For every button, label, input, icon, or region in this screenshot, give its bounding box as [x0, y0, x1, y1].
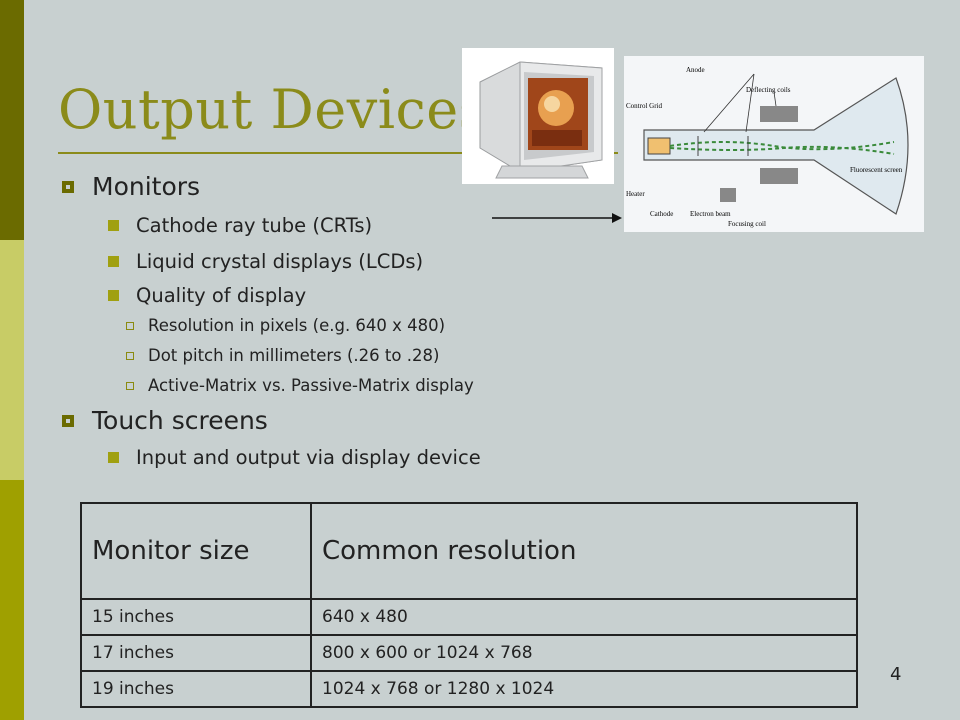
sub-bullet-quality: Quality of display — [108, 284, 306, 307]
table-cell: 17 inches — [80, 634, 312, 672]
table-cell: 800 x 600 or 1024 x 768 — [310, 634, 858, 672]
hollow-square-bullet-icon — [126, 351, 134, 360]
filled-square-bullet-icon — [108, 220, 119, 231]
detail-matrix: Active-Matrix vs. Passive-Matrix display — [126, 376, 474, 395]
crt-diagram: Anode Deflecting coils Control Grid Fluo… — [624, 56, 924, 232]
diagram-label-fluorescent-screen: Fluorescent screen — [850, 166, 903, 174]
side-accent-bar-top — [0, 0, 24, 240]
bullet-touch-screens: Touch screens — [62, 406, 268, 435]
hollow-square-bullet-icon — [126, 381, 134, 390]
slide-title: Output Devices — [58, 78, 487, 141]
sub-bullet-io: Input and output via display device — [108, 446, 481, 469]
bullet-label: Monitors — [92, 172, 201, 201]
detail-label: Active-Matrix vs. Passive-Matrix display — [148, 376, 474, 395]
table-row: 17 inches 800 x 600 or 1024 x 768 — [80, 634, 858, 672]
sub-bullet-label: Cathode ray tube (CRTs) — [136, 214, 373, 237]
diagram-label-anode: Anode — [686, 66, 705, 74]
detail-dot-pitch: Dot pitch in millimeters (.26 to .28) — [126, 346, 439, 365]
page-number: 4 — [890, 664, 902, 685]
sub-bullet-label: Quality of display — [136, 284, 307, 307]
table-header-cell: Monitor size — [80, 502, 312, 600]
sub-bullet-crt: Cathode ray tube (CRTs) — [108, 214, 372, 237]
table-header-row: Monitor size Common resolution — [80, 502, 858, 600]
bullet-monitors: Monitors — [62, 172, 200, 201]
filled-square-bullet-icon — [108, 256, 119, 267]
filled-square-bullet-icon — [108, 452, 119, 463]
square-bullet-icon — [62, 180, 74, 193]
sub-bullet-lcd: Liquid crystal displays (LCDs) — [108, 250, 423, 273]
diagram-label-cathode: Cathode — [650, 210, 673, 218]
table-cell: 1024 x 768 or 1280 x 1024 — [310, 670, 858, 708]
side-accent-bar-bottom — [0, 480, 24, 720]
diagram-label-control-grid: Control Grid — [626, 102, 662, 110]
side-accent-bar-middle — [0, 240, 24, 480]
hollow-square-bullet-icon — [126, 321, 134, 330]
diagram-label-focusing-coil: Focusing coil — [728, 220, 766, 228]
table-header-cell: Common resolution — [310, 502, 858, 600]
arrow-icon — [492, 213, 622, 223]
diagram-label-electron-beam: Electron beam — [690, 210, 731, 218]
table-cell: 19 inches — [80, 670, 312, 708]
detail-label: Dot pitch in millimeters (.26 to .28) — [148, 346, 440, 365]
detail-resolution: Resolution in pixels (e.g. 640 x 480) — [126, 316, 445, 335]
table-row: 15 inches 640 x 480 — [80, 598, 858, 636]
diagram-label-deflecting-coils: Deflecting coils — [746, 86, 791, 94]
filled-square-bullet-icon — [108, 290, 119, 301]
square-bullet-icon — [62, 414, 74, 427]
sub-bullet-label: Liquid crystal displays (LCDs) — [136, 250, 424, 273]
crt-monitor-image — [462, 48, 614, 184]
diagram-label-heater: Heater — [626, 190, 645, 198]
resolution-table: Monitor size Common resolution 15 inches… — [80, 502, 858, 708]
table-row: 19 inches 1024 x 768 or 1280 x 1024 — [80, 670, 858, 708]
table-cell: 15 inches — [80, 598, 312, 636]
bullet-label: Touch screens — [92, 406, 268, 435]
title-underline — [58, 152, 618, 154]
sub-bullet-label: Input and output via display device — [136, 446, 481, 469]
table-cell: 640 x 480 — [310, 598, 858, 636]
detail-label: Resolution in pixels (e.g. 640 x 480) — [148, 316, 446, 335]
